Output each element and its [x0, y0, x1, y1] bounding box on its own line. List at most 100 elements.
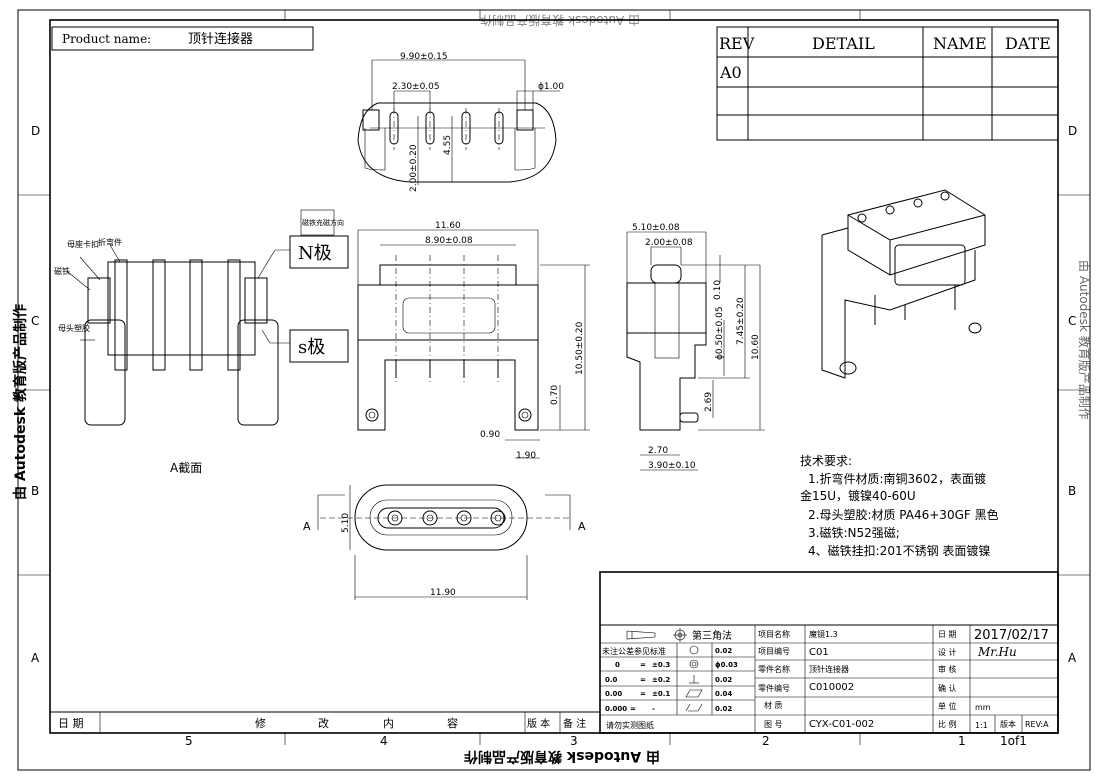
dim-8-90: 8.90±0.08: [425, 236, 473, 246]
zone-3: 3: [570, 734, 578, 748]
zone-c-left: C: [31, 314, 39, 328]
dim-phi-1-00: ϕ1.00: [538, 82, 564, 92]
rev-a0: A0: [719, 63, 742, 82]
field-unit: mm: [975, 703, 991, 712]
strip-remark: 备 注: [563, 717, 586, 730]
tech-line-1: 1.折弯件材质:南铜3602，表面镀: [808, 471, 986, 486]
zone-4: 4: [380, 734, 388, 748]
dim-9-90: 9.90±0.15: [400, 52, 448, 62]
tol-2-eq: =: [640, 690, 646, 698]
product-name-box: [51, 26, 314, 51]
zone-a-right: A: [1068, 651, 1077, 665]
field-label-design: 设 计: [938, 647, 957, 657]
watermark-right: 由 Autodesk 教育版产品制作: [1077, 260, 1092, 420]
field-label-project-name: 项目名称: [758, 629, 790, 639]
isometric-view: [821, 189, 986, 379]
zone-5: 5: [185, 734, 193, 748]
side-view: 5.10±0.08 2.00±0.08 0.10 ϕ0.50±0.05 7.45…: [626, 223, 765, 471]
zone-b-left: B: [31, 484, 39, 498]
field-label-confirm: 确 认: [938, 683, 957, 693]
tolerance-title: 未注公差参见标准: [602, 646, 666, 656]
revision-strip: 日 期 修 改 内 容 版 本 备 注: [49, 711, 601, 734]
label-bent-part: 折弯件: [98, 237, 122, 247]
field-label-project-no: 项目编号: [758, 646, 790, 656]
field-part-no: C010002: [809, 682, 854, 693]
field-label-unit: 单 位: [938, 701, 957, 711]
zone-a-left: A: [31, 651, 40, 665]
strip-date: 日 期: [58, 717, 84, 730]
field-label-date: 日 期: [938, 630, 957, 639]
watermark-left: 由 Autodesk 教育版产品制作: [12, 304, 29, 500]
field-label-drawing-no: 图 号: [764, 720, 783, 729]
geo-parallel: 0.02: [715, 705, 732, 713]
sheet-number: 1of1: [1000, 734, 1027, 748]
gdt-symbols-icon: [685, 645, 703, 712]
version-value: REV:A: [1025, 720, 1049, 729]
tech-line-3: 2.母头塑胶:材质 PA46+30GF 黑色: [808, 507, 999, 522]
dim-11-60: 11.60: [435, 221, 461, 231]
tech-line-5: 4、磁铁挂扣:201不锈钢 表面镀镍: [808, 543, 990, 558]
magnet-direction-note: 磁铁充磁方向: [302, 218, 344, 227]
label-plastic: 母头塑胶: [58, 323, 90, 333]
field-date: 2017/02/17: [974, 628, 1049, 643]
dim-0-70: 0.70: [550, 385, 560, 405]
dim-0-10: 0.10: [713, 280, 723, 300]
field-label-review: 审 核: [938, 664, 957, 674]
dim-5-10-bottom: 5.10: [341, 513, 351, 533]
geo-perpendicular: 0.02: [715, 676, 732, 684]
strip-content-4: 容: [447, 716, 458, 730]
zone-2: 2: [762, 734, 770, 748]
field-label-material: 材 质: [764, 700, 783, 710]
bottom-view: A A 5.10 11.90: [303, 484, 586, 600]
top-view: 9.90±0.15 2.30±0.05 ϕ1.00 2.00±0.20 4.55: [357, 52, 564, 192]
projection-label: 第三角法: [692, 629, 732, 642]
dim-5-10: 5.10±0.08: [632, 223, 680, 233]
n-pole-label: N极: [298, 243, 332, 264]
s-pole-label: s极: [298, 337, 325, 358]
dim-phi-0-50: ϕ0.50±0.05: [715, 306, 725, 360]
dim-11-90: 11.90: [430, 588, 456, 598]
field-label-part-name: 零件名称: [758, 664, 790, 674]
field-project-name: 魔镜1.3: [809, 629, 838, 639]
title-block: 第三角法 未注公差参见标准 0=±0.3 0.0=±0.2 0.00=±0.1 …: [599, 571, 1059, 734]
strip-content-1: 修: [255, 716, 266, 730]
geo-concentric: ϕ0.03: [715, 661, 738, 669]
tol-0-val: ±0.3: [652, 661, 670, 669]
tol-3: 0.000: [605, 705, 627, 713]
section-mark-a-left: A: [303, 520, 311, 533]
field-label-part-no: 零件编号: [758, 683, 790, 693]
detail-header: DETAIL: [812, 34, 875, 53]
zone-1: 1: [958, 734, 966, 748]
geo-flatness: 0.04: [715, 690, 732, 698]
section-caption: A截面: [170, 461, 202, 475]
field-project-no: C01: [809, 647, 829, 658]
tol-1-val: ±0.2: [652, 676, 670, 684]
label-socket-clip: 母座卡扣: [67, 239, 99, 249]
field-part-name: 顶针连接器: [809, 664, 849, 674]
label-magnet: 磁铁: [54, 266, 70, 276]
zone-labels: D C B A D C B A 5 4 3 2 1 1of1: [31, 124, 1077, 748]
dim-2-70: 2.70: [648, 446, 668, 456]
field-designer-signature: Mr.Hu: [977, 645, 1017, 659]
dim-2-00: 2.00±0.20: [409, 144, 419, 192]
dim-4-55: 4.55: [443, 135, 453, 155]
tech-requirements: 技术要求: 1.折弯件材质:南铜3602，表面镀 金15U，镀镍40-60U 2…: [800, 454, 999, 558]
date-header: DATE: [1005, 34, 1051, 53]
name-header: NAME: [933, 34, 987, 53]
zone-c-right: C: [1068, 314, 1076, 328]
watermark-top: 由 Autodesk 教育版产品制作: [480, 13, 640, 28]
product-name-value: 顶针连接器: [188, 31, 253, 47]
tech-line-2: 金15U，镀镍40-60U: [800, 488, 916, 503]
drawing-note: 请勿实测图纸: [606, 720, 654, 730]
version-label: 版本: [1000, 719, 1016, 729]
dim-3-90: 3.90±0.10: [648, 461, 696, 471]
zone-d-right: D: [1068, 124, 1077, 138]
tol-2-val: ±0.1: [652, 690, 670, 698]
tol-1-eq: =: [640, 676, 646, 684]
product-name-label: Product name:: [62, 32, 151, 46]
zone-ticks: [18, 10, 1090, 745]
tol-3-val: -: [652, 705, 655, 713]
tol-1: 0.0: [605, 676, 618, 684]
tech-title: 技术要求:: [800, 454, 852, 468]
tol-0: 0: [615, 661, 620, 669]
